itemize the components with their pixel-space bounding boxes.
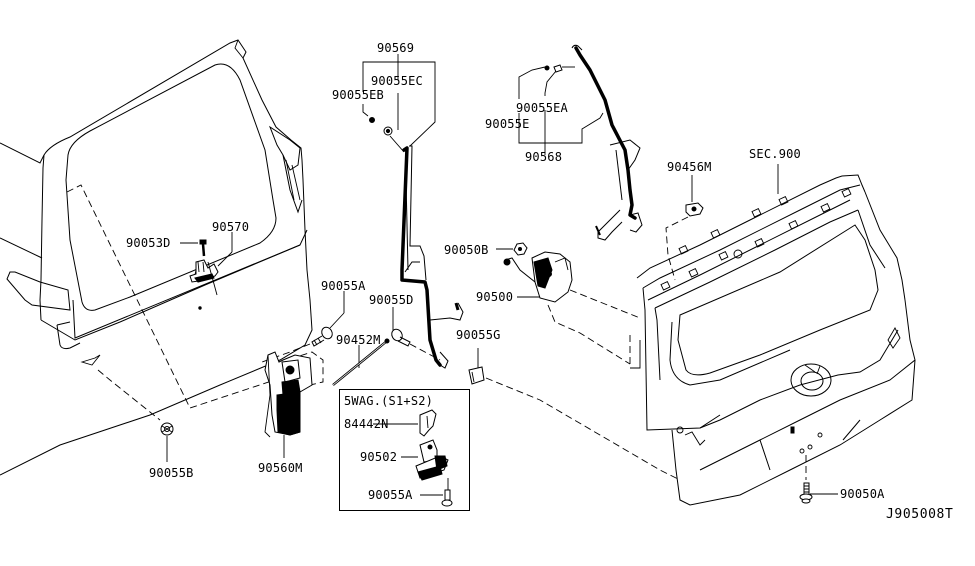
inset-part-label-84442N[interactable]: 84442N [344,417,389,431]
part-90569-harness-illustration [362,54,464,369]
part-label-90500[interactable]: 90500 [476,290,514,304]
part-90055A-bolt-illustration [261,291,345,363]
inset-parts-illustration [373,409,453,507]
part-label-90050A[interactable]: 90050A [840,487,885,501]
tailgate-assembly-illustration [629,164,916,506]
part-90050A-bolt-illustration [799,482,838,504]
part-label-90570[interactable]: 90570 [212,220,250,234]
part-label-90569[interactable]: 90569 [377,41,415,55]
part-label-90053D[interactable]: 90053D [126,236,171,250]
part-90055G-clip-illustration [468,348,681,481]
part-90500-latch-illustration [496,242,641,365]
inset-title: 5WAG.(S1+S2) [344,394,434,408]
part-label-90452M[interactable]: 90452M [336,333,381,347]
diagram-code: J905008T [886,507,954,522]
inset-part-label-90055A[interactable]: 90055A [368,488,413,502]
part-label-90055G[interactable]: 90055G [456,328,501,342]
vehicle-body-illustration [0,39,313,476]
part-90568-harness-illustration [518,44,643,241]
part-label-90456M[interactable]: 90456M [667,160,712,174]
part-label-90055A[interactable]: 90055A [321,279,366,293]
part-90570-bracket-illustration [180,232,233,296]
part-label-90568[interactable]: 90568 [525,150,563,164]
part-label-90055D[interactable]: 90055D [369,293,414,307]
part-90055B-clip-illustration [160,422,174,462]
part-label-90055B[interactable]: 90055B [149,466,194,480]
variant-inset-box [339,389,470,511]
part-label-90055E[interactable]: 90055E [485,117,530,131]
section-reference-label[interactable]: SEC.900 [749,147,801,161]
part-90452M-rod-illustration [332,338,390,386]
part-label-90050B[interactable]: 90050B [444,243,489,257]
part-label-90055EC[interactable]: 90055EC [371,74,423,88]
part-90055D-bolt-illustration [391,307,441,361]
part-label-90560M[interactable]: 90560M [258,461,303,475]
part-label-90055EB[interactable]: 90055EB [332,88,384,102]
part-90456M-bolt-illustration [665,175,704,281]
part-label-90055EA[interactable]: 90055EA [516,101,568,115]
part-90560M-actuator-illustration [264,351,324,458]
inset-part-label-90502[interactable]: 90502 [360,450,398,464]
